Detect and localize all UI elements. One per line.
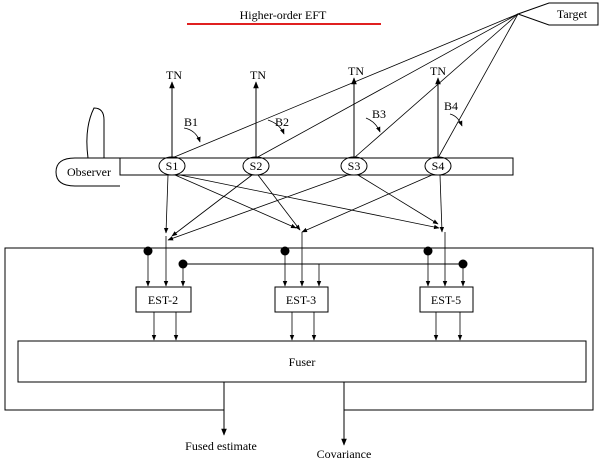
- estimator-box-est2: [135, 286, 192, 313]
- observer-label: Observer: [67, 165, 111, 179]
- observer-hull: [55, 157, 120, 187]
- target-shape: [516, 2, 599, 26]
- bearing-label-2: B2: [275, 115, 289, 129]
- target-rays: [171, 13, 519, 159]
- sensor-label-s3: S3: [348, 159, 361, 173]
- fuser-label: Fuser: [289, 355, 316, 369]
- tn-label-1: TN: [166, 68, 182, 82]
- sensor-s4: [424, 156, 452, 176]
- estimator-inputs: [145, 232, 466, 287]
- sensor-s2: [242, 156, 270, 176]
- sensor-array-bar: [119, 157, 514, 176]
- bearing-arcs: [183, 113, 463, 143]
- sensor-label-s1: S1: [166, 159, 179, 173]
- fused-estimate-label: Fused estimate: [185, 439, 257, 453]
- junction-dots: [143, 246, 468, 269]
- observer-sail: [86, 107, 105, 159]
- sensor-s3: [340, 156, 368, 176]
- estimator-label-est3: EST-3: [286, 293, 316, 307]
- fuser-box: [17, 340, 587, 383]
- tn-label-2: TN: [250, 68, 266, 82]
- estimator-label-est5: EST-5: [431, 293, 461, 307]
- sensor-connections: [163, 174, 445, 241]
- bearing-label-1: B1: [184, 115, 198, 129]
- tn-label-3: TN: [348, 64, 364, 78]
- diagram-title: Higher-order EFT: [240, 8, 327, 22]
- estimator-box-est3: [274, 286, 329, 313]
- covariance-label: Covariance: [317, 447, 372, 459]
- tn-arrows: [169, 77, 441, 158]
- estimator-outputs: [151, 312, 463, 341]
- feedback-bus: [4, 247, 594, 411]
- bearing-label-4: B4: [444, 99, 458, 113]
- estimator-box-est5: [419, 286, 474, 313]
- tn-label-4: TN: [430, 64, 446, 78]
- estimator-label-est2: EST-2: [148, 293, 178, 307]
- sensor-label-s4: S4: [432, 159, 445, 173]
- target-label: Target: [557, 7, 588, 21]
- sensor-s1: [158, 156, 186, 176]
- sensor-label-s2: S2: [250, 159, 263, 173]
- bearing-label-3: B3: [372, 107, 386, 121]
